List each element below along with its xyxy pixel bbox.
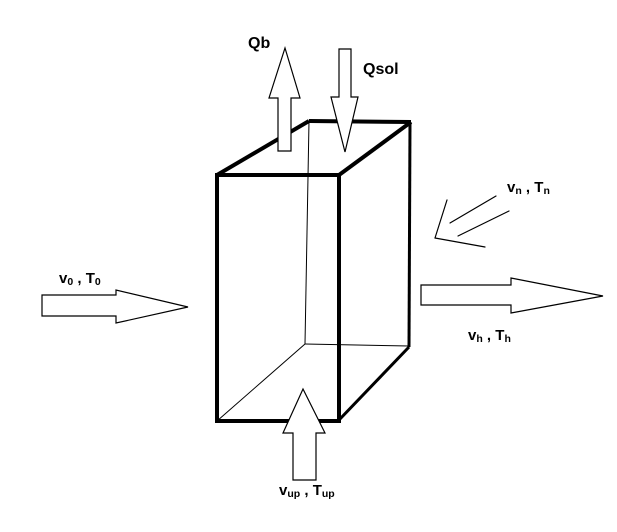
- label-vn-main: v: [507, 179, 516, 196]
- label-v0-sep: ,: [73, 270, 86, 287]
- label-vh-temp: T: [495, 327, 504, 344]
- label-vup-main: v: [279, 482, 288, 499]
- box-top-right-edge: [337, 120, 413, 177]
- vn-arrow-head-upper: [434, 199, 448, 239]
- label-vh-main-sub: h: [476, 333, 482, 345]
- v0-arrow-right: [41, 289, 189, 324]
- box-visible-edges: [215, 119, 413, 423]
- box-right-edges: [337, 121, 412, 422]
- label-vn: vn , Tn: [507, 179, 550, 197]
- vup-arrow-up: [282, 387, 326, 481]
- label-v0-temp: T: [86, 270, 95, 287]
- label-qb: Qb: [248, 35, 270, 52]
- vn-arrow-shaft-lower: [457, 210, 510, 237]
- box-right-vertical-edge: [407, 121, 412, 348]
- label-vn-sep: ,: [522, 179, 535, 196]
- hidden-edge-vertical: [304, 120, 310, 345]
- hidden-edge-bottom-diagonal: [216, 343, 306, 422]
- box-top-back-edge: [308, 119, 412, 124]
- label-vup: vup , Tup: [279, 482, 335, 500]
- label-v0: v0 , T0: [59, 270, 101, 288]
- label-vup-temp-sub: up: [322, 488, 335, 500]
- label-vh-main: v: [468, 327, 477, 344]
- label-v0-main-sub: 0: [67, 276, 73, 288]
- label-v0-temp-sub: 0: [95, 276, 101, 288]
- vh-arrow-right: [420, 277, 604, 314]
- qb-arrow-up: [268, 45, 301, 152]
- label-vn-temp: T: [534, 179, 543, 196]
- label-vup-main-sub: up: [287, 488, 300, 500]
- vn-arrow-open: [434, 195, 510, 248]
- box-top-left-edge: [215, 119, 311, 177]
- label-v0-main: v: [59, 270, 68, 287]
- box-front-face: [215, 173, 341, 423]
- hidden-edge-bottom-back: [304, 343, 410, 347]
- box-bottom-right-edge: [337, 345, 411, 422]
- label-qsol: Qsol: [363, 61, 399, 78]
- vn-arrow-shaft-upper: [449, 195, 497, 224]
- label-vn-main-sub: n: [515, 185, 521, 197]
- label-vh-temp-sub: h: [504, 333, 510, 345]
- qsol-arrow-down: [330, 48, 359, 153]
- label-vup-sep: ,: [300, 482, 313, 499]
- label-vh: vh , Th: [468, 327, 511, 345]
- vn-arrow-head-lower: [434, 237, 486, 248]
- box-hidden-edges: [216, 120, 410, 422]
- label-vn-temp-sub: n: [543, 185, 549, 197]
- label-vup-temp: T: [313, 482, 322, 499]
- label-vh-sep: ,: [483, 327, 496, 344]
